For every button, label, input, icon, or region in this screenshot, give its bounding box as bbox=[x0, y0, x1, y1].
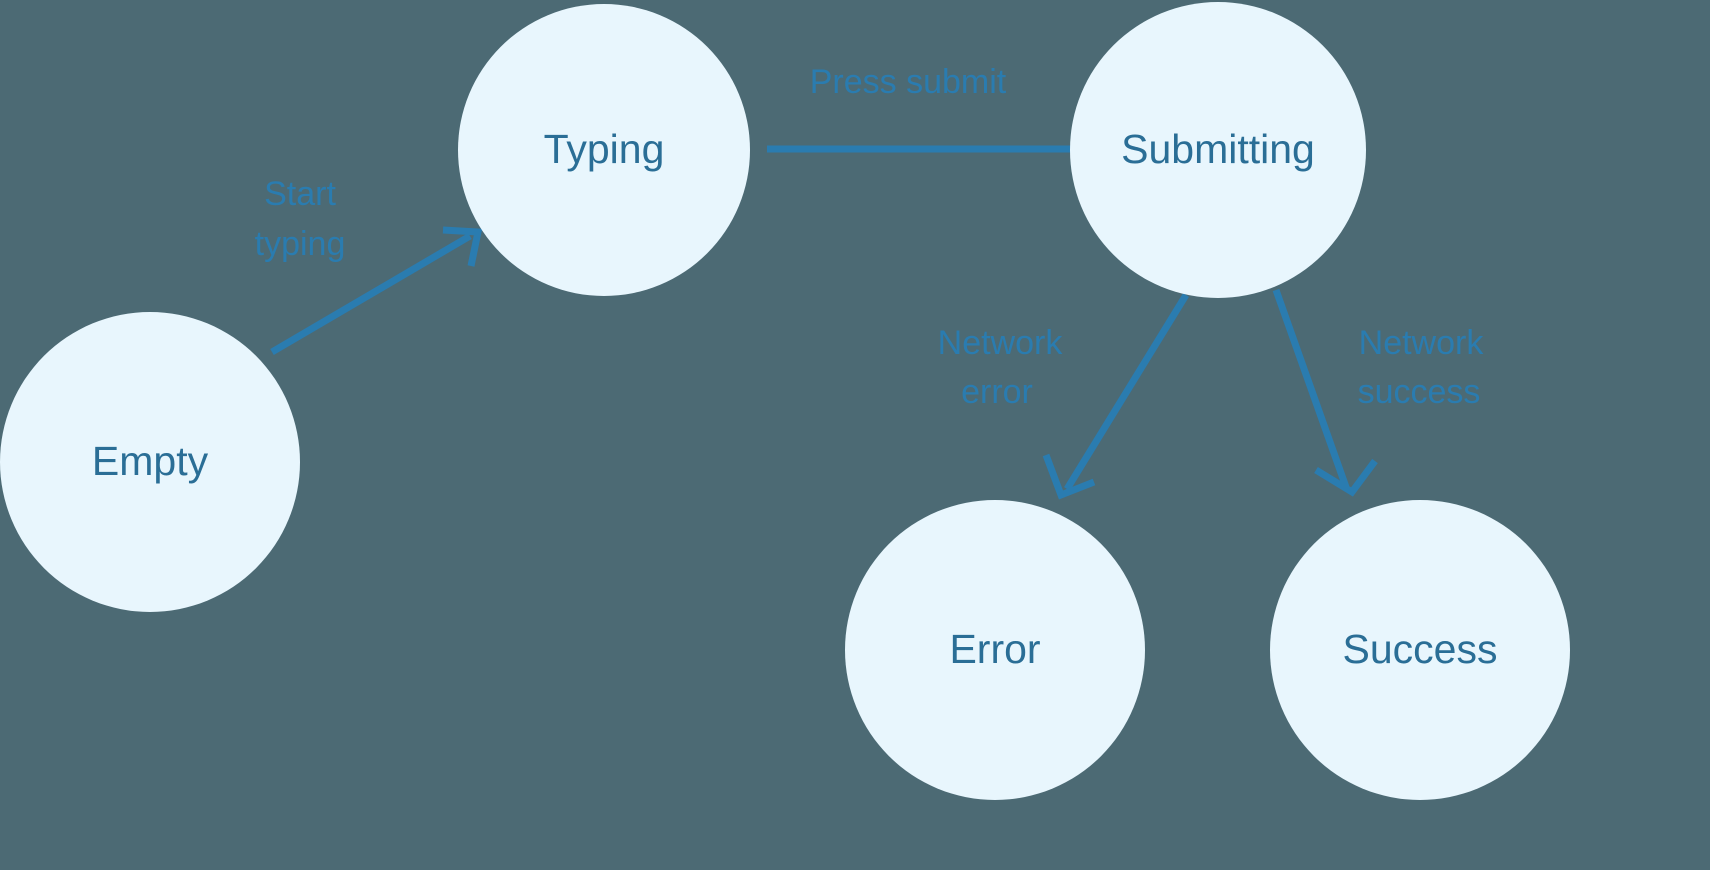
node-empty-label: Empty bbox=[92, 438, 209, 484]
node-submitting[interactable]: Submitting bbox=[1070, 2, 1366, 298]
node-success-label: Success bbox=[1343, 626, 1498, 672]
edge-label-network-error-line-1: Network bbox=[938, 324, 1064, 362]
node-typing-circle[interactable] bbox=[458, 4, 750, 296]
edge-label-start-typing: Start typing bbox=[255, 175, 346, 263]
node-typing-label: Typing bbox=[544, 126, 665, 172]
node-empty[interactable]: Empty bbox=[0, 312, 300, 612]
edge-label-network-error: Network error bbox=[938, 324, 1064, 411]
edge-submitting-to-success-line bbox=[1272, 288, 1350, 489]
edge-submitting-to-error bbox=[1042, 293, 1189, 500]
node-empty-circle[interactable] bbox=[0, 312, 300, 612]
node-success[interactable]: Success bbox=[1270, 500, 1570, 800]
node-error-label: Error bbox=[949, 626, 1040, 672]
node-submitting-circle[interactable] bbox=[1070, 2, 1366, 298]
edge-empty-to-typing-line bbox=[270, 232, 472, 356]
node-submitting-label: Submitting bbox=[1121, 126, 1315, 172]
edge-submitting-to-error-arrowhead bbox=[1042, 453, 1096, 500]
node-typing[interactable]: Typing bbox=[458, 4, 750, 296]
edge-label-network-success-line-1: Network bbox=[1359, 324, 1485, 362]
node-error-circle[interactable] bbox=[845, 500, 1145, 800]
node-error[interactable]: Error bbox=[845, 500, 1145, 800]
edge-empty-to-typing bbox=[270, 226, 483, 356]
edge-label-network-success-line-2: success bbox=[1358, 373, 1481, 411]
edge-label-network-success: Network success bbox=[1358, 324, 1485, 411]
edge-submitting-to-error-line bbox=[1064, 293, 1189, 491]
edge-submitting-to-success-arrowhead bbox=[1314, 458, 1378, 497]
edge-empty-to-typing-arrowhead bbox=[442, 226, 483, 267]
edge-label-press-submit-line-1: Press submit bbox=[810, 63, 1007, 101]
node-success-circle[interactable] bbox=[1270, 500, 1570, 800]
edge-label-press-submit: Press submit bbox=[810, 63, 1007, 101]
edge-label-start-typing-line-2: typing bbox=[255, 225, 346, 263]
edge-submitting-to-success bbox=[1272, 288, 1378, 497]
edge-label-network-error-line-2: error bbox=[961, 373, 1033, 411]
edge-label-start-typing-line-1: Start bbox=[264, 175, 336, 213]
